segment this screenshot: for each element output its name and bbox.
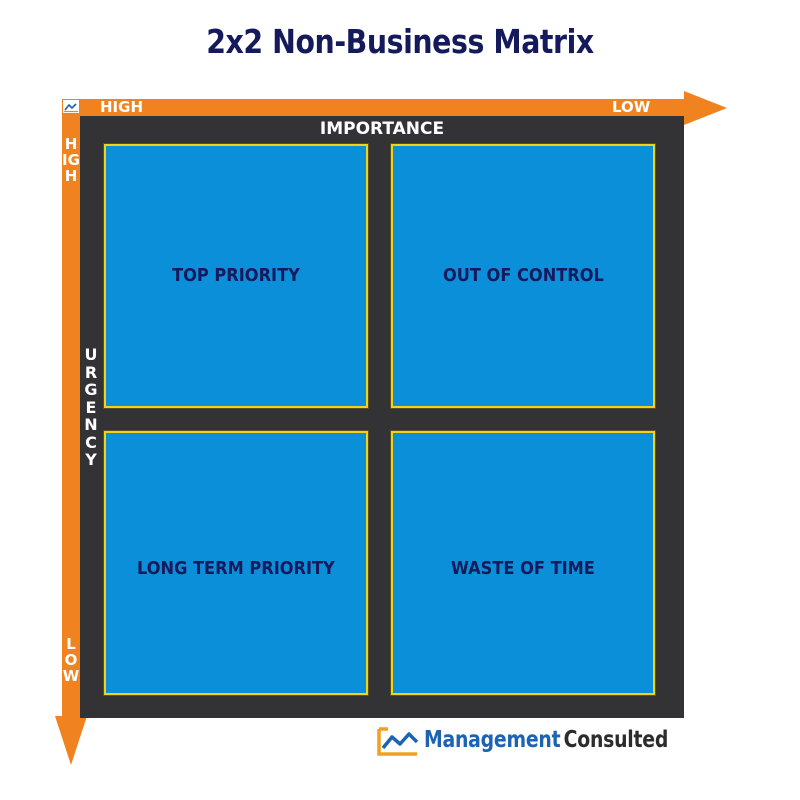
chart-logo-icon xyxy=(377,727,419,756)
importance-high-label: HIGH xyxy=(100,98,144,116)
brand-name-part2: Consulted xyxy=(563,727,669,753)
quadrant-label: WASTE OF TIME xyxy=(451,557,595,579)
corner-logo-icon xyxy=(63,100,79,113)
urgency-axis-title: URGENCY xyxy=(84,345,98,469)
page-title: 2x2 Non-Business Matrix xyxy=(206,22,594,61)
quadrant-label: TOP PRIORITY xyxy=(172,264,300,286)
quadrant-waste-of-time: WASTE OF TIME xyxy=(391,431,655,695)
importance-arrowhead-icon xyxy=(684,91,727,125)
quadrant-out-of-control: OUT OF CONTROL xyxy=(391,144,655,408)
quadrant-long-term-priority: LONG TERM PRIORITY xyxy=(104,431,368,695)
quadrant-top-priority: TOP PRIORITY xyxy=(104,144,368,408)
importance-low-label: LOW xyxy=(612,98,651,116)
quadrant-label: LONG TERM PRIORITY xyxy=(137,557,335,579)
urgency-high-label: HIGH xyxy=(62,135,80,185)
urgency-low-label: LOW xyxy=(62,635,80,685)
importance-axis-title: IMPORTANCE xyxy=(319,119,445,139)
importance-axis-bar xyxy=(62,99,686,117)
quadrant-label: OUT OF CONTROL xyxy=(442,264,604,286)
brand-name-part1: Management xyxy=(424,727,561,753)
urgency-axis-bar xyxy=(62,99,80,721)
urgency-arrowhead-icon xyxy=(55,716,87,765)
